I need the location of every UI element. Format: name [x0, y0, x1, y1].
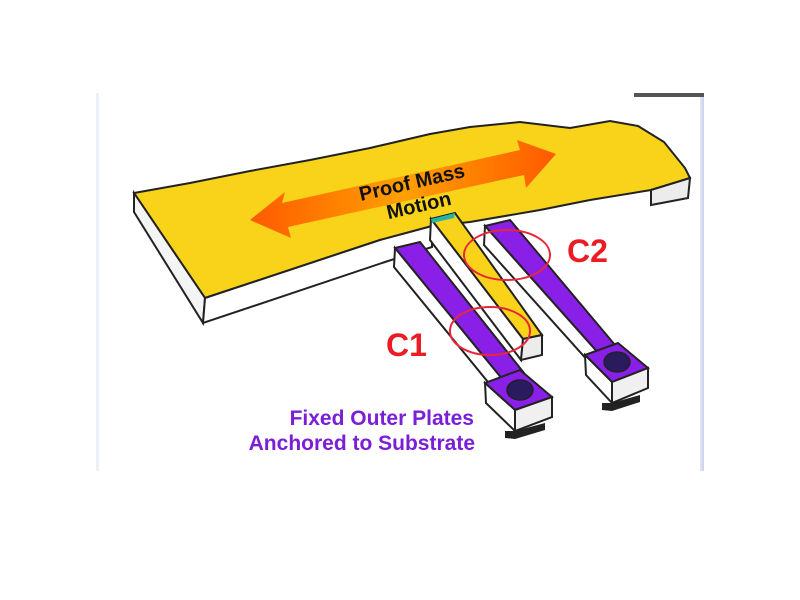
fixed-plates-label-line1: Fixed Outer Plates — [290, 407, 474, 430]
anchor-post-left — [506, 379, 534, 401]
motion-arrow — [250, 140, 556, 238]
c1-highlight-circle — [449, 306, 531, 356]
proof-mass-side-face — [201, 224, 433, 325]
c2-highlight-circle — [463, 229, 551, 281]
anchor-post-right — [603, 351, 631, 373]
c1-label: C1 — [386, 327, 427, 363]
center-finger — [428, 211, 544, 363]
panel-left-edge — [96, 93, 99, 471]
fixed-plate-left — [392, 240, 554, 439]
fixed-plates-label-line2: Anchored to Substrate — [249, 432, 475, 455]
fixed-plate-right — [482, 218, 650, 411]
proof-mass-beam — [132, 119, 692, 327]
proof-mass-right-end — [650, 176, 692, 207]
panel-corner-bar — [634, 93, 704, 97]
panel-right-edge — [700, 93, 704, 471]
c2-label: C2 — [567, 233, 608, 269]
